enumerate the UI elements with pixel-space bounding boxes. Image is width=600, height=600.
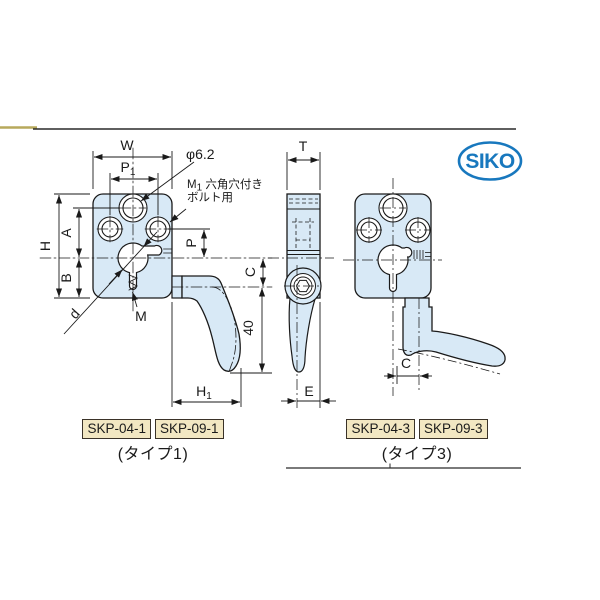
logo-ellipse	[457, 141, 523, 181]
product-code: SKP-04-1	[82, 419, 151, 439]
bolt-note-line2: ボルト用	[187, 191, 233, 204]
dim-label-c-right: C	[401, 355, 411, 371]
dim-label-w: W	[120, 137, 134, 153]
clamp-keyhole	[377, 244, 413, 293]
side-lever	[288, 297, 316, 373]
product-code: SKP-09-1	[155, 419, 224, 439]
top-rule	[0, 126, 516, 130]
bottom-rule	[286, 463, 521, 469]
clamp-keyhole	[117, 242, 163, 291]
clamp-lever	[402, 297, 506, 367]
type1-front-view	[39, 147, 273, 373]
dim-40	[230, 287, 272, 374]
type1-label-group: SKP-04-1 SKP-09-1 (タイプ1)	[78, 419, 228, 464]
dim-label-p: P	[183, 238, 199, 247]
type1-code-row: SKP-04-1 SKP-09-1	[82, 419, 224, 439]
leader-bolt-note	[169, 208, 187, 223]
edge-lines	[287, 208, 320, 255]
type3-type-label: (タイプ3)	[381, 446, 453, 463]
type3-label-group: SKP-04-3 SKP-09-3 (タイプ3)	[342, 419, 492, 464]
lever-axis-centerline	[397, 348, 501, 375]
hex-socket	[295, 279, 311, 293]
dim-label-b: B	[58, 273, 74, 282]
type3-dimensions	[384, 366, 432, 384]
dim-label-c-left: C	[242, 267, 258, 277]
dim-P	[168, 228, 210, 258]
type3-front-view	[343, 178, 506, 396]
dim-label-d: d	[66, 305, 83, 322]
dim-label-t: T	[299, 138, 308, 154]
side-view	[268, 193, 334, 408]
dim-H1	[171, 302, 242, 407]
bolt-note-line1: M1 六角穴付き	[187, 177, 263, 194]
thread-zigzag	[127, 274, 139, 291]
dim-label-phi: φ6.2	[186, 146, 215, 162]
dim-label-a: A	[58, 228, 74, 238]
dim-H	[54, 193, 90, 299]
hidden-lines	[289, 198, 318, 248]
dim-label-h: H	[37, 241, 53, 251]
side-dimensions	[281, 152, 336, 408]
dim-C-right	[384, 366, 432, 384]
dim-W	[92, 151, 173, 189]
dim-d	[63, 231, 158, 335]
type3-code-row: SKP-04-3 SKP-09-3	[346, 419, 488, 439]
dim-label-40: 40	[240, 320, 256, 336]
clamp-slit	[163, 248, 173, 254]
product-code: SKP-04-3	[346, 419, 415, 439]
centerlines	[343, 178, 442, 396]
logo-text: SIKO	[465, 150, 515, 173]
dim-T	[286, 152, 321, 190]
dim-label-m: M	[135, 308, 147, 324]
clamp-lever	[181, 275, 241, 372]
dim-A	[73, 207, 120, 258]
dim-label-e: E	[304, 383, 313, 399]
clamp-slit	[413, 250, 431, 259]
side-centerlines	[268, 257, 334, 408]
dim-label-p1: P1	[121, 159, 136, 178]
type1-type-label: (タイプ1)	[117, 446, 189, 463]
leader-phi	[140, 161, 195, 202]
centerlines	[39, 147, 273, 315]
type1-dimensions	[54, 151, 272, 407]
siko-logo: SIKO	[457, 141, 523, 181]
leader-M	[132, 291, 138, 308]
product-code: SKP-09-3	[419, 419, 488, 439]
lever-axis-centerline	[211, 286, 237, 373]
dim-label-h1: H1	[196, 383, 212, 402]
dim-E	[281, 302, 336, 408]
